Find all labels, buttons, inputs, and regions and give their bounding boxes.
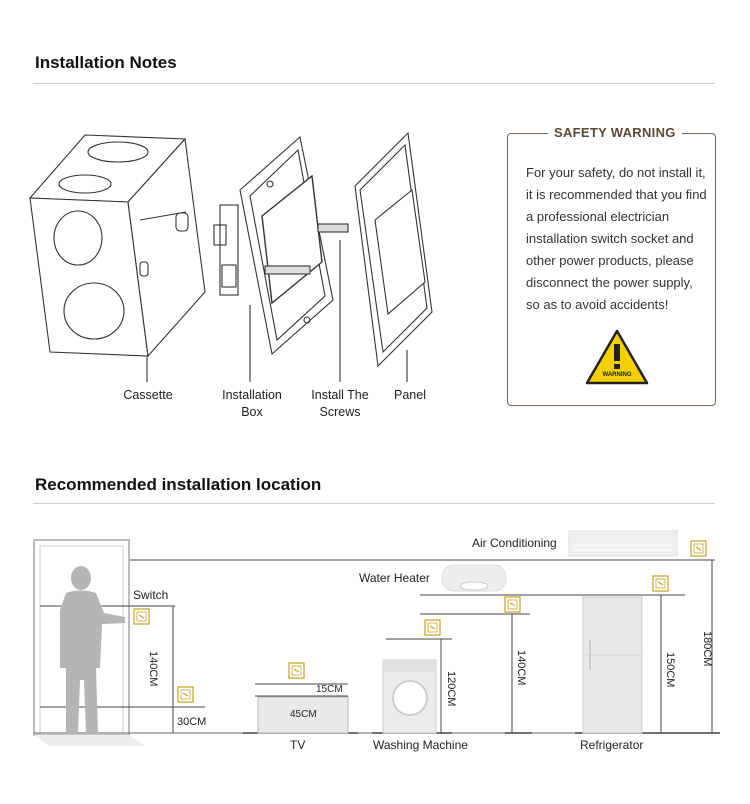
refrigerator-illustration <box>582 596 643 734</box>
safety-warning-text: For your safety, do not install it, it i… <box>526 165 707 312</box>
panel-illustration <box>354 131 433 368</box>
installation-divider <box>33 83 715 84</box>
measure-water-heater: 140CM <box>515 650 527 686</box>
air-conditioner-illustration <box>568 530 678 557</box>
measure-tv-top: 15CM <box>316 684 343 695</box>
socket-icon <box>504 596 521 613</box>
label-switch: Switch <box>133 588 169 602</box>
label-install-screws-line2: Screws <box>319 405 361 419</box>
label-panel: Panel <box>394 388 426 402</box>
warning-sign: WARNING <box>585 329 649 385</box>
label-washing-machine: Washing Machine <box>373 738 468 752</box>
measure-tv-width: 45CM <box>290 709 317 720</box>
label-tv: TV <box>290 738 306 752</box>
location-heading: Recommended installation location <box>35 475 322 494</box>
label-install-screws-line1: Install The <box>311 388 369 402</box>
installation-box-illustration <box>213 135 349 356</box>
washing-machine-illustration <box>382 659 437 734</box>
socket-icon <box>690 540 707 557</box>
person-silhouette <box>60 566 125 733</box>
label-install-screws: Install The Screws <box>298 387 382 421</box>
water-heater-illustration <box>441 564 507 592</box>
label-installation-box: Installation Box <box>210 387 294 421</box>
location-divider <box>33 503 715 504</box>
tv-illustration <box>257 696 349 734</box>
door-frame <box>33 539 145 746</box>
label-installation-box-line1: Installation <box>222 388 282 402</box>
switch-icon <box>133 608 150 625</box>
socket-icon <box>177 686 194 703</box>
measure-aircon: 180CM <box>701 631 713 667</box>
label-installation-box-line2: Box <box>241 405 263 419</box>
installation-heading: Installation Notes <box>35 53 177 72</box>
measure-washer: 120CM <box>445 671 457 707</box>
svg-text:WARNING: WARNING <box>603 372 632 378</box>
socket-icon <box>424 619 441 636</box>
socket-icon <box>652 575 669 592</box>
safety-warning-title: SAFETY WARNING <box>548 125 682 140</box>
measure-low-socket: 30CM <box>177 716 207 728</box>
socket-icon <box>288 662 305 679</box>
measure-fridge: 150CM <box>664 652 676 688</box>
cassette-illustration <box>28 134 206 358</box>
label-water-heater: Water Heater <box>359 571 430 585</box>
label-cassette: Cassette <box>123 388 173 402</box>
label-air-conditioning: Air Conditioning <box>472 536 557 550</box>
label-refrigerator: Refrigerator <box>580 738 644 752</box>
measure-switch-height: 140CM <box>147 651 159 687</box>
